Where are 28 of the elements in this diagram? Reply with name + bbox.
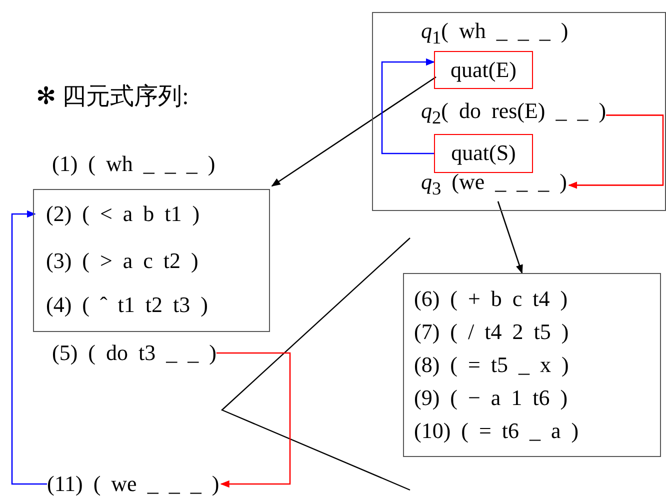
panel-frame [33, 189, 270, 332]
quadruple-list-box [403, 273, 661, 457]
arrow [11, 210, 47, 485]
quadruple-text: (3) ( > a c t2 ) [35, 248, 269, 274]
quadruple-text: (1) ( wh _ _ _ ) [52, 151, 216, 177]
quadruple-text: (4) ( ˆ t1 t2 t3 ) [35, 292, 269, 318]
quadruple-text: (10) ( = t6 _ a ) [414, 417, 580, 445]
panel-frame [372, 12, 666, 211]
arrow [271, 76, 436, 187]
quadruple-text: q$_{3}$ (we _ _ _ ) [421, 169, 567, 202]
quadruple-text: (8) ( = t5 _ x ) [414, 351, 570, 379]
arrow [216, 352, 291, 488]
arrow [381, 58, 435, 154]
arrow [497, 201, 523, 274]
quadruple-text: (7) ( / t4 2 t5 ) [414, 318, 570, 346]
quadruple-text: (2) ( < a b t1 ) [35, 201, 269, 227]
quadruple-text: (11) ( we _ _ _ ) [47, 471, 220, 497]
highlight-box [434, 51, 533, 89]
quadruple-text: (9) ( − a 1 t6 ) [414, 384, 569, 412]
quadruple-text: (6) ( + b c t4 ) [414, 285, 569, 313]
quadruple-text: quat(S) [450, 139, 517, 167]
quadruple-text: q$_{1}$( wh _ _ _ ) [421, 18, 568, 50]
quadruple-text: q$_{2}$( do res(E) _ _ ) [421, 98, 606, 130]
arrow [568, 114, 664, 189]
highlight-box [434, 134, 533, 173]
quadruple-text: (5) ( do t3 _ _ ) [52, 340, 216, 366]
section-heading: ✻ 四元式序列: [36, 82, 189, 112]
quadruple-text: quat(E) [450, 56, 518, 84]
